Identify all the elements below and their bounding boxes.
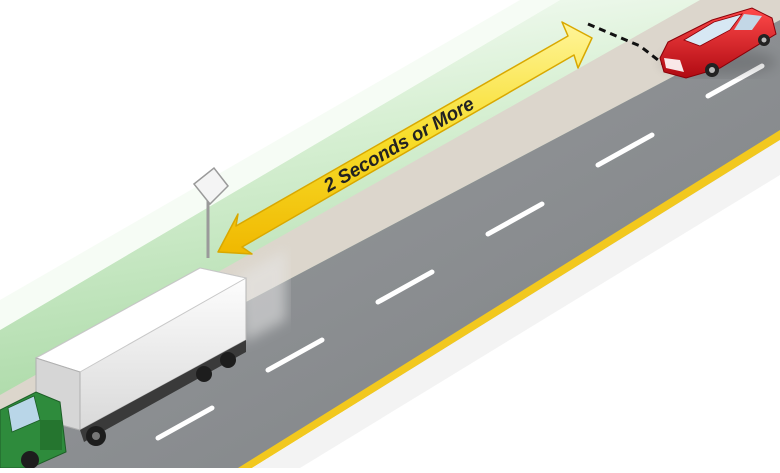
illustration-svg: 2 Seconds or More (0, 0, 780, 468)
following-distance-illustration: 2 Seconds or More (0, 0, 780, 468)
